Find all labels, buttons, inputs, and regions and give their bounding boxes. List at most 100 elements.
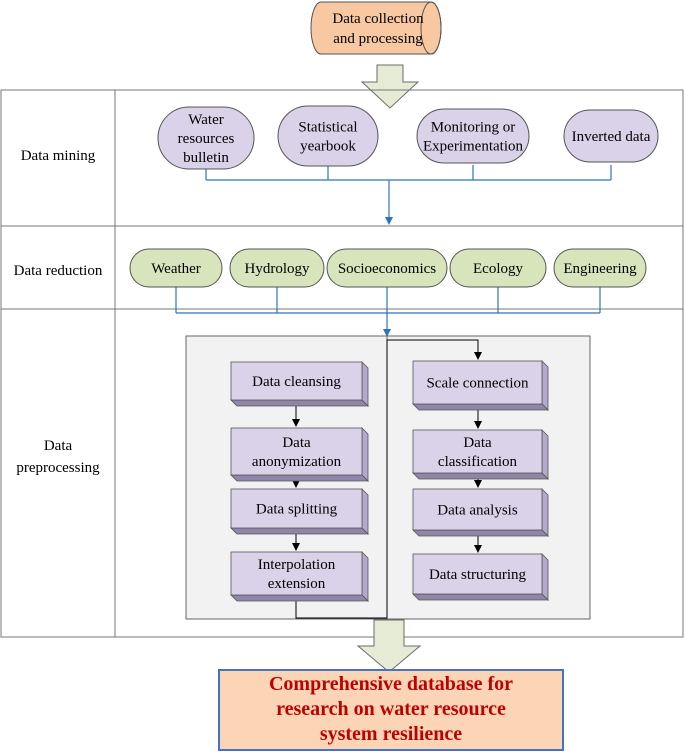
- box-side: [361, 427, 369, 482]
- process-left-2: Data splitting: [230, 488, 369, 535]
- text-line: Data splitting: [256, 502, 338, 518]
- box-face: [230, 427, 363, 476]
- text-line: anonymization: [252, 454, 342, 470]
- text-line: bulletin: [183, 150, 229, 166]
- box-bottom: [412, 403, 549, 411]
- node-label: Monitoring or Experimentation: [423, 120, 523, 155]
- text-line: Hydrology: [245, 261, 310, 277]
- box-face: [412, 553, 543, 595]
- mining-connectors: [205, 165, 612, 225]
- process-left-3: Interpolation extension: [230, 551, 369, 602]
- node-shape: [129, 248, 223, 288]
- box-label: Data splitting: [256, 502, 338, 518]
- box-side: [361, 361, 369, 407]
- box-bottom: [230, 399, 369, 407]
- text-line: Data analysis: [437, 503, 518, 519]
- box-label: Data cleansing: [252, 374, 341, 390]
- text-line: Water: [188, 112, 223, 128]
- reduction-node-2: Socioeconomics: [326, 248, 448, 288]
- reduction-node-4: Engineering: [553, 248, 647, 288]
- text-line: Interpolation: [258, 557, 336, 573]
- process-right-0: Scale connection: [412, 360, 549, 411]
- text-line: Data mining: [21, 148, 96, 164]
- box-label: Scale connection: [426, 376, 529, 392]
- box-bottom: [230, 474, 369, 482]
- block-arrow-down-1: [360, 64, 420, 109]
- text-line: research on water resource: [276, 698, 506, 720]
- box-side: [361, 551, 369, 602]
- box-label: Data anonymization: [252, 435, 342, 470]
- box-face: [230, 488, 363, 529]
- text-line: extension: [268, 576, 326, 592]
- text-line: Data collection: [332, 11, 424, 27]
- text-line: Scale connection: [426, 376, 529, 392]
- box-side: [361, 488, 369, 535]
- text-line: preprocessing: [16, 460, 100, 476]
- node-shape: [416, 108, 530, 164]
- text-line: resources: [178, 131, 235, 147]
- box-side: [541, 429, 549, 480]
- node-label: Statistical yearbook: [298, 120, 357, 155]
- box-bottom: [412, 472, 549, 480]
- reduction-connectors: [175, 287, 601, 337]
- block-arrow-down-2: [356, 619, 422, 673]
- node-shape: [563, 109, 659, 163]
- row-label-data-reduction: Data reduction: [14, 263, 103, 279]
- layer-table: [0, 89, 684, 638]
- text-line: Monitoring or: [431, 120, 516, 136]
- process-left-1: Data anonymization: [230, 427, 369, 482]
- text-line: Statistical: [298, 120, 357, 136]
- node-label: Inverted data: [572, 129, 651, 145]
- box-face: [230, 361, 363, 401]
- text-line: Data reduction: [14, 263, 103, 279]
- text-line: Data: [463, 435, 492, 451]
- row-label-data-mining: Data mining: [21, 148, 96, 164]
- node-label: Ecology: [473, 261, 523, 277]
- text-line: Weather: [151, 261, 201, 277]
- node-shape: [449, 248, 547, 288]
- process-right-2: Data analysis: [412, 488, 549, 537]
- box-bottom: [412, 529, 549, 537]
- node-shape: [157, 106, 255, 170]
- process-right-1: Data classification: [412, 429, 549, 480]
- box-bottom: [230, 527, 369, 535]
- box-bottom: [230, 594, 369, 602]
- box-label: Data structuring: [429, 567, 527, 583]
- text-line: yearbook: [300, 139, 356, 155]
- text-line: Ecology: [473, 261, 523, 277]
- text-line: Inverted data: [572, 129, 651, 145]
- node-shape: [326, 248, 448, 288]
- box-side: [541, 360, 549, 411]
- box-label: Data classification: [438, 435, 518, 470]
- node-label: Weather: [151, 261, 201, 277]
- mining-node-0: Water resources bulletin: [157, 106, 255, 170]
- box-bottom: [412, 593, 549, 601]
- reduction-node-0: Weather: [129, 248, 223, 288]
- box-face: [412, 488, 543, 531]
- box-label: Interpolation extension: [258, 557, 336, 592]
- text-line: and processing: [333, 31, 423, 47]
- process-left-0: Data cleansing: [230, 361, 369, 407]
- text-line: classification: [438, 454, 518, 470]
- text-line: Experimentation: [423, 139, 523, 155]
- box-side: [541, 553, 549, 601]
- text-line: Socioeconomics: [338, 261, 436, 277]
- text-line: system resilience: [320, 723, 462, 745]
- text-line: Data: [282, 435, 311, 451]
- mining-node-3: Inverted data: [563, 109, 659, 163]
- mining-node-2: Monitoring or Experimentation: [416, 108, 530, 164]
- reduction-node-3: Ecology: [449, 248, 547, 288]
- node-label: Socioeconomics: [338, 261, 436, 277]
- box-face: [412, 360, 543, 405]
- node-label: Hydrology: [245, 261, 310, 277]
- text-line: Data: [44, 438, 73, 454]
- box-side: [541, 488, 549, 537]
- row-label-data-preprocessing: Data preprocessing: [16, 438, 100, 476]
- node-shape: [277, 105, 379, 167]
- text-line: Engineering: [563, 261, 637, 277]
- node-shape: [229, 248, 325, 288]
